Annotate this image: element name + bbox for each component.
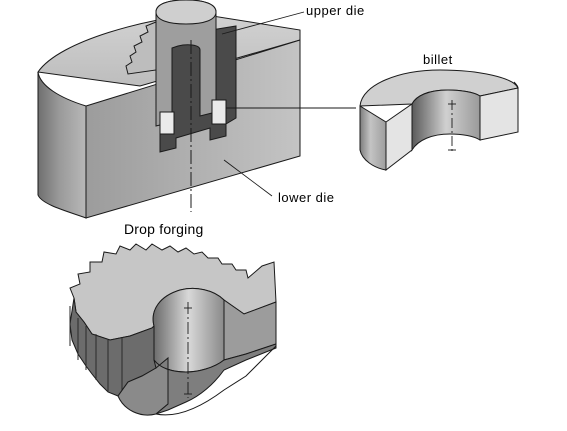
upper-die-top: [155, 0, 217, 25]
die-assembly: [37, 0, 356, 219]
label-upper-die: upper die: [306, 3, 365, 18]
billet-cut-right: [479, 87, 519, 141]
leader-upper-die: [221, 11, 305, 35]
leader-lower-die: [223, 159, 273, 197]
gear-hole-surface: [152, 287, 225, 373]
billet-in-die-left: [159, 111, 175, 135]
upper-die-teeth: [125, 21, 157, 75]
gear-bottom-block: [153, 302, 277, 415]
billet-rim-right: [513, 81, 519, 89]
billet-outer-side: [359, 105, 387, 171]
billet-part: [359, 69, 519, 172]
billet-in-die-right: [211, 99, 227, 125]
billet-inner-hole: [411, 89, 481, 152]
label-lower-die: lower die: [278, 190, 335, 205]
lower-die-front-face: [37, 71, 87, 219]
forged-gear: [69, 243, 277, 416]
gear-teeth-ridges: [69, 306, 123, 392]
billet-cut-left: [385, 103, 413, 172]
gear-bottom-edge: [155, 345, 277, 416]
label-drop-forging: Drop forging: [124, 221, 204, 237]
label-billet: billet: [423, 52, 453, 67]
